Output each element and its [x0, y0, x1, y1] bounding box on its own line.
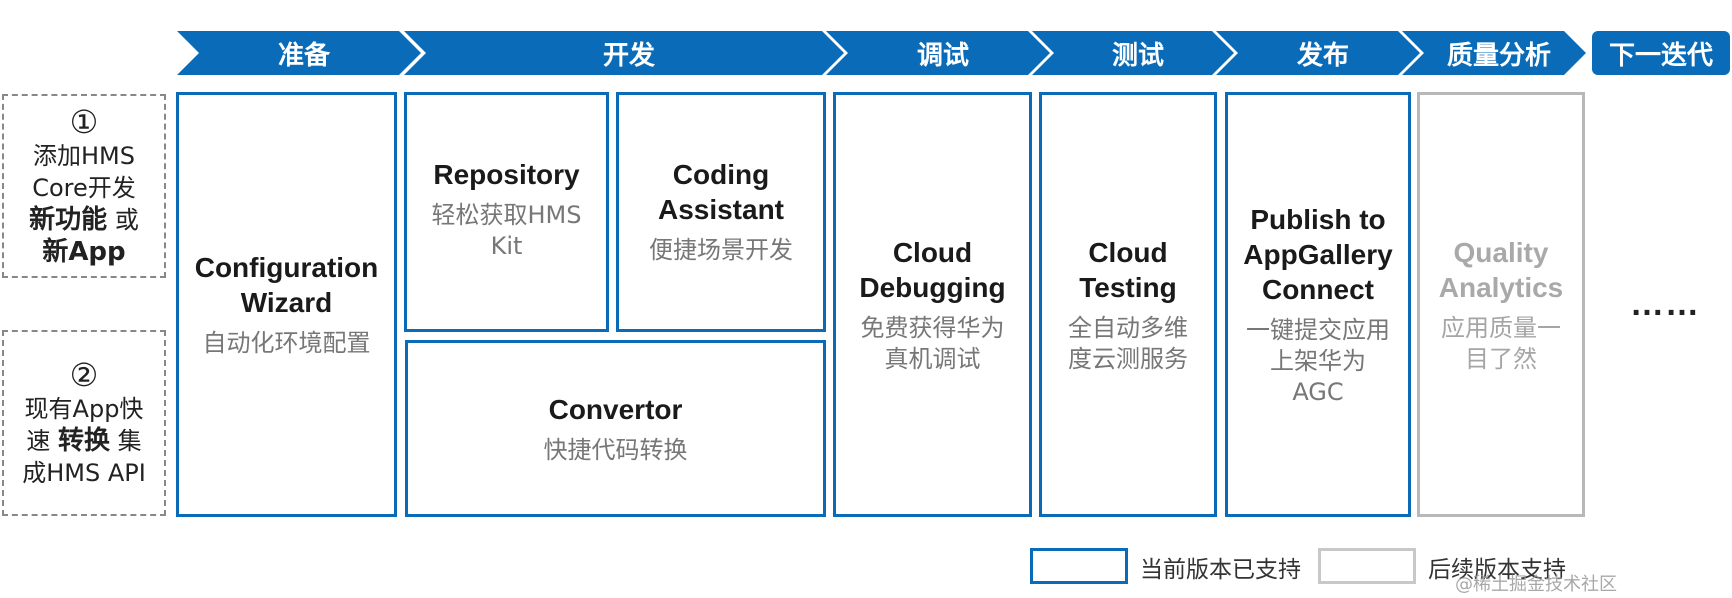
box-subtitle: 应用质量一 目了然 [1441, 313, 1561, 373]
box-title: Configuration Wizard [194, 252, 379, 318]
stage-release: 发布 [1216, 31, 1420, 75]
feature-line: Core开发 [32, 174, 136, 202]
number-two-icon: ② [69, 356, 99, 394]
feature-text: 集 [110, 427, 142, 455]
stage-quality: 质量分析 [1402, 31, 1586, 75]
feature-text: 或 [107, 206, 139, 234]
feature-line: 新App [42, 236, 125, 268]
stage-next-iteration: 下一迭代 [1592, 31, 1730, 75]
box-title: Repository [433, 159, 580, 190]
stage-label: 下一迭代 [1608, 40, 1713, 71]
box-title: Quality Analytics [1438, 236, 1564, 303]
stage-label: 准备 [277, 40, 330, 71]
legend-future-label: 后续版本支持 [1428, 557, 1566, 583]
box-title: Cloud Testing [1079, 236, 1177, 303]
box-publish-agc: Publish to AppGallery Connect 一键提交应用 上架华… [1225, 92, 1411, 517]
box-subtitle: 轻松获取HMS Kit [431, 201, 582, 260]
stage-label: 质量分析 [1446, 40, 1551, 71]
box-subtitle: 全自动多维 度云测服务 [1068, 313, 1188, 373]
feature-line: 速 转换 集 [26, 425, 141, 457]
box-configuration-wizard: Configuration Wizard 自动化环境配置 [176, 92, 397, 517]
box-subtitle: 便捷场景开发 [649, 236, 793, 264]
box-quality-analytics: Quality Analytics 应用质量一 目了然 [1417, 92, 1585, 517]
box-subtitle: 免费获得华为 真机调试 [860, 313, 1005, 373]
watermark: @稀土掘金技术社区 [1455, 574, 1617, 595]
stage-develop: 开发 [404, 31, 844, 75]
stage-debug: 调试 [826, 31, 1050, 75]
box-subtitle: 自动化环境配置 [202, 329, 371, 357]
box-convertor: Convertor 快捷代码转换 [405, 340, 826, 517]
box-title: Coding Assistant [657, 159, 785, 225]
stage-label: 发布 [1296, 40, 1349, 71]
feature-bold-text: 转换 [57, 426, 110, 456]
feature-line: 成HMS API [22, 459, 146, 487]
feature-bold-text: 新App [42, 237, 126, 267]
box-cloud-testing: Cloud Testing 全自动多维 度云测服务 [1039, 92, 1217, 517]
box-coding-assistant: Coding Assistant 便捷场景开发 [616, 92, 826, 332]
box-cloud-debugging: Cloud Debugging 免费获得华为 真机调试 [833, 92, 1032, 517]
box-title: Convertor [548, 393, 683, 425]
legend-supported-label: 当前版本已支持 [1140, 557, 1301, 583]
stage-prepare: 准备 [177, 31, 421, 75]
number-one-icon: ① [69, 103, 99, 141]
more-ellipsis: …… [1630, 285, 1700, 323]
stage-label: 开发 [602, 40, 655, 71]
box-title: Publish to AppGallery Connect [1243, 203, 1393, 305]
feature-line: 添加HMS [33, 142, 135, 170]
feature-convert-existing: ② 现有App快 速 转换 集 成HMS API [2, 330, 166, 516]
feature-line: 新功能 或 [29, 204, 139, 236]
feature-text: 速 [26, 427, 58, 455]
box-subtitle: 一键提交应用 上架华为 AGC [1246, 315, 1390, 406]
stage-label: 调试 [916, 40, 969, 71]
feature-bold-text: 新功能 [29, 205, 108, 235]
stage-label: 测试 [1111, 40, 1164, 71]
feature-line: 现有App快 [24, 395, 144, 423]
box-repository: Repository 轻松获取HMS Kit [404, 92, 609, 332]
box-subtitle: 快捷代码转换 [543, 435, 688, 464]
stage-test: 测试 [1032, 31, 1234, 75]
feature-add-new: ① 添加HMS Core开发 新功能 或 新App [2, 94, 166, 278]
box-title: Cloud Debugging [859, 236, 1006, 303]
legend-future-swatch [1318, 548, 1416, 584]
legend-supported-swatch [1030, 548, 1128, 584]
